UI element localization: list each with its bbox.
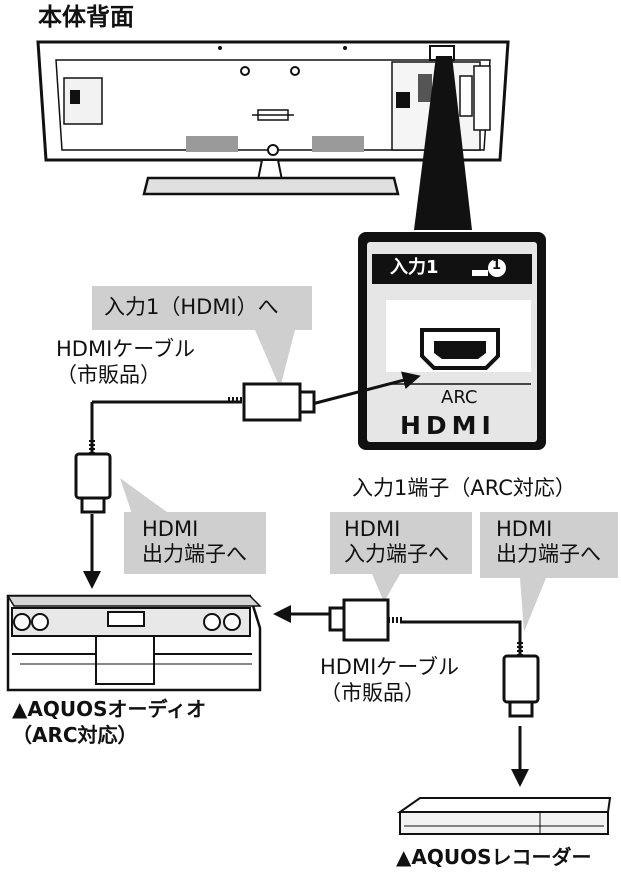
arc-label: ARC xyxy=(441,387,478,408)
cable-label-upper: HDMIケーブル （市販品） xyxy=(56,337,196,388)
tv-rear-illustration xyxy=(36,40,510,230)
callout-text: HDMI 出力端子へ xyxy=(142,517,247,567)
callout-tail-recorder-output xyxy=(520,578,546,632)
callout-recorder-output: HDMI 出力端子へ xyxy=(480,512,618,578)
callout-tail-audio-output xyxy=(120,478,178,520)
callout-tail-tv-input xyxy=(255,330,295,388)
callout-audio-output: HDMI 出力端子へ xyxy=(124,512,266,574)
hdmi-plug-icon xyxy=(502,654,540,718)
recorder-illustration xyxy=(396,797,612,835)
callout-audio-input: HDMI 入力端子へ xyxy=(330,512,472,574)
port-label: 入力1 xyxy=(390,257,439,278)
upper-cable-path xyxy=(83,371,421,589)
callout-tail-audio-input xyxy=(372,574,400,602)
port-number-badge: 1 xyxy=(492,258,502,273)
device-label-audio: ▲AQUOSオーディオ （ARC対応） xyxy=(12,697,207,747)
cable-label-lower: HDMIケーブル （市販品） xyxy=(320,655,460,706)
hdmi-plug-icon xyxy=(328,598,390,642)
callout-text: HDMI 入力端子へ xyxy=(344,517,449,567)
port-caption: 入力1端子（ARC対応） xyxy=(352,476,576,500)
hdmi-plug-icon xyxy=(74,452,112,514)
page-title: 本体背面 xyxy=(38,3,134,31)
callout-text: HDMI 出力端子へ xyxy=(496,517,601,567)
device-label-recorder: ▲AQUOSレコーダー xyxy=(396,845,592,869)
audio-system-illustration xyxy=(6,594,262,692)
hdmi-plug-icon xyxy=(242,382,316,422)
port-panel xyxy=(358,232,546,450)
hdmi-logo: HDMI xyxy=(400,411,496,440)
callout-text: 入力1（HDMI）へ xyxy=(104,295,279,319)
callout-tv-input: 入力1（HDMI）へ xyxy=(92,286,312,330)
